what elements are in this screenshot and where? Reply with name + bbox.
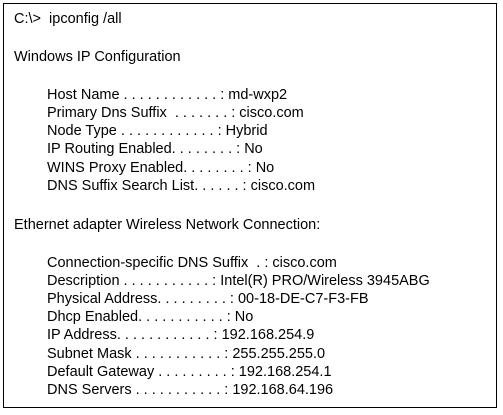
adapter-heading: Ethernet adapter Wireless Network Connec… [14,217,321,233]
command-line: C:\> ipconfig /all [14,11,122,27]
host-name-line: Host Name . . . . . . . . . . . . : md-w… [47,87,288,103]
console-output-frame: C:\> ipconfig /all Windows IP Configurat… [3,3,497,408]
ip-address-line: IP Address. . . . . . . . . . . . : 192.… [47,327,315,343]
wins-proxy-line: WINS Proxy Enabled. . . . . . . . : No [47,160,275,176]
ip-routing-line: IP Routing Enabled. . . . . . . . : No [47,141,263,157]
default-gateway-line: Default Gateway . . . . . . . . . : 192.… [47,364,332,380]
connection-dns-suffix-line: Connection-specific DNS Suffix . : cisco… [47,255,337,271]
dns-servers-line: DNS Servers . . . . . . . . . . . : 192.… [47,382,334,398]
dns-suffix-search-line: DNS Suffix Search List. . . . . . : cisc… [47,178,316,194]
node-type-line: Node Type . . . . . . . . . . . . : Hybr… [47,123,268,139]
subnet-mask-line: Subnet Mask . . . . . . . . . . . : 255.… [47,346,326,362]
primary-dns-suffix-line: Primary Dns Suffix . . . . . . . : cisco… [47,105,304,121]
section-heading: Windows IP Configuration [14,49,181,65]
physical-address-line: Physical Address. . . . . . . . . : 00-1… [47,291,369,307]
dhcp-enabled-line: Dhcp Enabled. . . . . . . . . . . : No [47,309,254,325]
description-line: Description . . . . . . . . . . . : Inte… [47,273,430,289]
